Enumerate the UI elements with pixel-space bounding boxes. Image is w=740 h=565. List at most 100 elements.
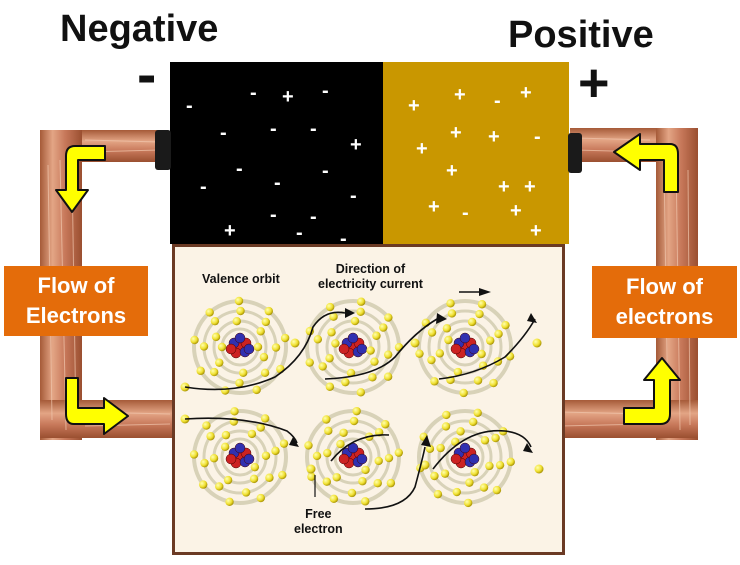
electron-dot-icon: [384, 453, 394, 463]
electron-dot-icon: [331, 339, 340, 348]
electron-dot-icon: [252, 385, 261, 395]
electron-dot-icon: [276, 364, 285, 374]
electron-dot-icon: [280, 333, 290, 343]
electron-dot-icon: [278, 470, 287, 480]
electron-dot-icon: [383, 350, 393, 359]
atom-icon: [190, 296, 290, 395]
electron-dot-icon: [356, 297, 366, 306]
electron-dot-icon: [435, 349, 444, 358]
positive-half-charge-plus: +: [428, 196, 440, 218]
free-electron-line2: electron: [294, 522, 343, 536]
electron-dot-icon: [379, 323, 388, 332]
electron-dot-icon: [336, 439, 345, 449]
electron-dot-icon: [473, 408, 482, 417]
flow-right-line2: electrons: [615, 304, 714, 329]
negative-half-charge-plus: +: [282, 86, 294, 108]
electron-dot-icon: [230, 407, 239, 416]
electron-dot-icon: [209, 454, 219, 463]
electron-dot-icon: [236, 306, 245, 316]
electron-dot-icon: [190, 335, 199, 345]
electron-dot-icon: [381, 420, 390, 429]
electron-dot-icon: [480, 436, 490, 445]
negative-half-charge-minus: -: [350, 185, 357, 207]
electron-dot-icon: [256, 423, 265, 432]
electron-dot-icon: [394, 448, 403, 457]
negative-half-charge-minus: -: [270, 204, 277, 226]
positive-half-charge-plus: +: [408, 95, 420, 117]
electron-dot-icon: [253, 342, 263, 352]
electron-dot-icon: [339, 428, 348, 437]
direction-line2: electricity current: [318, 277, 423, 291]
yellow-curved-arrow-icon: [623, 357, 681, 425]
electron-dot-icon: [384, 313, 393, 322]
electron-dot-icon: [325, 302, 335, 312]
negative-title: Negative: [60, 8, 219, 50]
electron-dot-icon: [247, 429, 257, 439]
electron-dot-icon: [199, 342, 209, 351]
electron-dot-icon: [361, 465, 370, 475]
yellow-curved-arrow-icon: [65, 377, 129, 435]
electron-dot-icon: [260, 414, 270, 423]
electron-dot-icon: [394, 342, 404, 352]
electron-dot-icon: [489, 378, 498, 388]
positive-terminal-sign: +: [578, 53, 610, 113]
electron-dot-icon: [374, 456, 383, 466]
electron-dot-icon: [368, 373, 377, 382]
negative-half-charge-minus: -: [322, 160, 329, 182]
electron-dot-icon: [358, 477, 367, 486]
electron-dot-icon: [459, 388, 468, 398]
negative-half-charge-minus: -: [270, 118, 277, 140]
valence-orbit-label: Valence orbit: [202, 272, 280, 286]
positive-half-charge-plus: +: [488, 126, 500, 148]
electron-dot-icon: [495, 460, 505, 470]
electron-dot-icon: [329, 494, 339, 504]
negative-half-charge-minus: -: [186, 95, 193, 117]
atom-icon: [416, 408, 515, 508]
electron-dot-icon: [220, 442, 230, 452]
electron-dot-icon: [318, 362, 327, 371]
battery-positive-half: [383, 62, 569, 244]
electron-dot-icon: [261, 317, 271, 327]
electron-dot-icon: [322, 477, 332, 486]
flow-left-line1: Flow of: [37, 273, 115, 298]
flow-of-electrons-right-label: Flow of electrons: [592, 266, 737, 338]
electron-dot-icon: [427, 328, 437, 337]
electron-dot-icon: [200, 458, 209, 468]
electron-dot-icon: [446, 299, 455, 308]
electron-dot-icon: [470, 467, 479, 477]
electron-dot-icon: [356, 388, 366, 397]
electron-dot-icon: [444, 335, 453, 345]
negative-half-charge-minus: -: [310, 118, 317, 140]
electron-dot-icon: [352, 406, 361, 416]
free-electron-icon: [290, 338, 300, 348]
direction-line1: Direction of: [335, 262, 406, 276]
electron-dot-icon: [313, 335, 323, 344]
electron-dot-icon: [506, 457, 515, 467]
electron-dot-icon: [475, 309, 484, 319]
yellow-curved-arrow-icon: [613, 133, 679, 193]
electron-dot-icon: [225, 497, 234, 506]
free-electron-icon: [532, 338, 542, 348]
negative-half-charge-plus: +: [224, 220, 236, 242]
electron-dot-icon: [304, 441, 313, 450]
electron-dot-icon: [473, 376, 483, 385]
electron-dot-icon: [260, 368, 270, 378]
electron-dot-icon: [452, 487, 462, 497]
electron-dot-icon: [350, 316, 360, 326]
atom-icon: [305, 297, 404, 397]
electron-dot-icon: [210, 316, 220, 326]
electron-dot-icon: [442, 324, 452, 333]
electron-dot-icon: [217, 342, 227, 352]
negative-half-charge-minus: -: [200, 176, 207, 198]
positive-terminal-cap: [568, 133, 582, 173]
electron-dot-icon: [415, 349, 424, 358]
electron-dot-icon: [271, 343, 281, 352]
negative-half-charge-minus: -: [296, 222, 303, 244]
electron-dot-icon: [327, 328, 336, 337]
electron-dot-icon: [465, 478, 474, 487]
electron-dot-icon: [356, 307, 365, 317]
negative-half-charge-minus: -: [274, 172, 281, 194]
positive-half-charge-minus: -: [494, 90, 501, 112]
electron-dot-icon: [425, 444, 435, 454]
